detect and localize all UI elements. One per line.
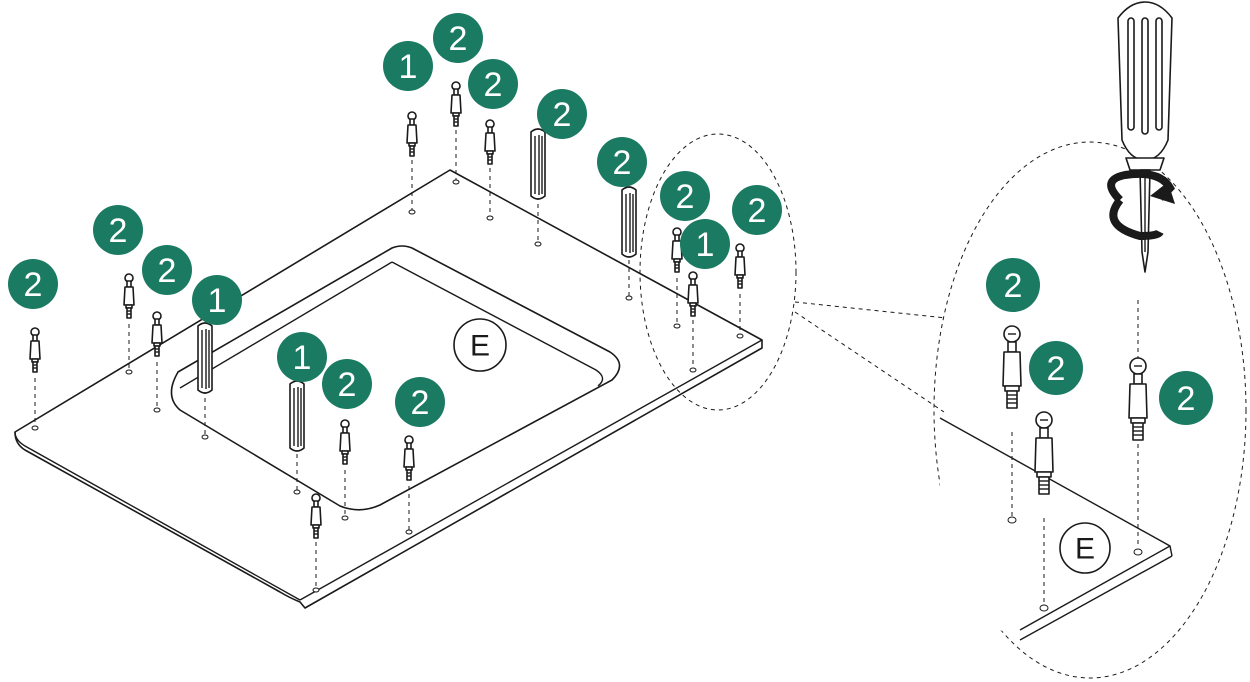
callout-badge: 2 (986, 258, 1040, 312)
cam-bolt-part (406, 111, 418, 157)
svg-text:E: E (470, 330, 490, 363)
dowel-part (530, 128, 546, 200)
zoom-region (639, 133, 797, 411)
callout-badge: 2 (732, 185, 782, 235)
cam-bolt-part (734, 243, 746, 289)
cam-bolt-part (1002, 325, 1022, 409)
panel-label: E (453, 318, 507, 372)
svg-text:E: E (1075, 533, 1095, 566)
dowel-part (197, 322, 213, 394)
callout-badge: 2 (537, 89, 587, 139)
callout-badge: 2 (468, 59, 518, 109)
screwdriver-icon (1117, 1, 1173, 273)
panel-e (14, 169, 763, 609)
callout-badge: 2 (597, 137, 647, 187)
callout-badge: 2 (93, 205, 143, 255)
callout-number: 1 (696, 226, 715, 264)
callout-number: 2 (1047, 350, 1066, 388)
callout-badge: 1 (680, 219, 730, 269)
callout-number: 2 (613, 144, 632, 182)
callout-badge: 2 (1029, 341, 1083, 395)
callout-badge: 2 (1159, 371, 1213, 425)
callout-number: 1 (293, 339, 312, 377)
callout-number: 2 (1004, 267, 1023, 305)
callout-number: 2 (748, 192, 767, 230)
detail-label: E (1059, 522, 1111, 574)
dowel-part (289, 380, 305, 452)
callout-badge: 1 (277, 332, 327, 382)
detail-view: E (933, 141, 1247, 679)
cam-bolt-part (1128, 357, 1148, 441)
cam-bolt-part (450, 81, 462, 127)
cam-bolt-part (484, 119, 496, 165)
dowel-part (621, 186, 637, 258)
callout-number: 2 (158, 252, 177, 290)
callout-badge: 2 (322, 359, 372, 409)
callout-number: 2 (1177, 380, 1196, 418)
callout-badge: 1 (383, 41, 433, 91)
callout-badge: 2 (433, 13, 483, 63)
cam-bolt-part (671, 227, 683, 273)
cam-bolt-part (29, 327, 41, 373)
callout-number: 2 (338, 366, 357, 404)
callout-badge: 1 (192, 275, 242, 325)
callout-badge: 2 (8, 259, 58, 309)
callout-number: 1 (399, 48, 418, 86)
callout-number: 2 (553, 96, 572, 134)
callout-number: 2 (411, 384, 430, 422)
callout-number: 2 (676, 178, 695, 216)
callout-badge: 2 (142, 245, 192, 295)
callout-number: 1 (208, 282, 227, 320)
callout-number: 2 (484, 66, 503, 104)
callout-number: 2 (449, 20, 468, 58)
guide-lines (34, 130, 741, 588)
cam-bolt-part (123, 273, 135, 319)
callout-badge: 2 (395, 377, 445, 427)
callout-number: 2 (109, 212, 128, 250)
callout-badge: 2 (660, 171, 710, 221)
rotate-arrow-icon (1107, 169, 1175, 241)
callout-number: 2 (24, 266, 43, 304)
